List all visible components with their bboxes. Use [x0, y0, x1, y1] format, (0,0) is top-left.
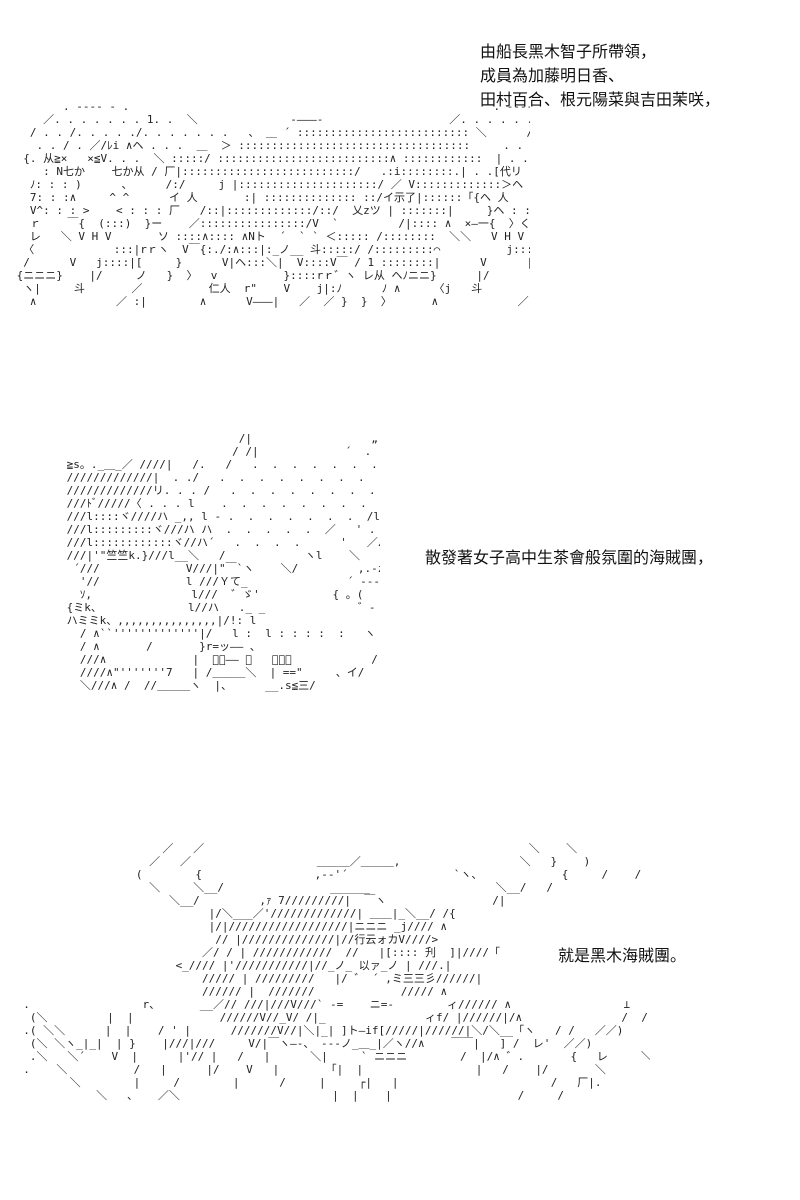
caption-line: 成員為加藤明日香、: [480, 66, 625, 85]
crew-tea-party-ascii-art: /| „ ‥ ―― ‥ „ / /| ´ . . . . . . . . . .…: [66, 432, 380, 692]
kuroki-pirate-ascii-art: ／ ／ ＼ ＼ ／ ／ ＿＿＿／＿＿＿, ＼ } ) ( { ,-‐'´: [23, 842, 650, 1102]
caption-crew-members: 由船長黑木智子所帶領， 成員為加藤明日香、 田村百合、根元陽菜與吉田茉咲，: [480, 40, 720, 112]
caption-line: 就是黑木海賊團。: [558, 946, 687, 965]
caption-atmosphere: 散發著女子高中生茶會般氛圍的海賊團，: [425, 546, 713, 570]
caption-line: 田村百合、根元陽菜與吉田茉咲，: [480, 90, 721, 109]
crew-group-ascii-art: . -‐‐‐ - . . -‐‐‐ - . ／. . . . . . . 1. …: [16, 100, 530, 308]
caption-line: 散發著女子高中生茶會般氛圍的海賊團，: [425, 548, 714, 567]
caption-pirate-name: 就是黑木海賊團。: [558, 944, 686, 968]
caption-line: 由船長黑木智子所帶領，: [480, 42, 657, 61]
